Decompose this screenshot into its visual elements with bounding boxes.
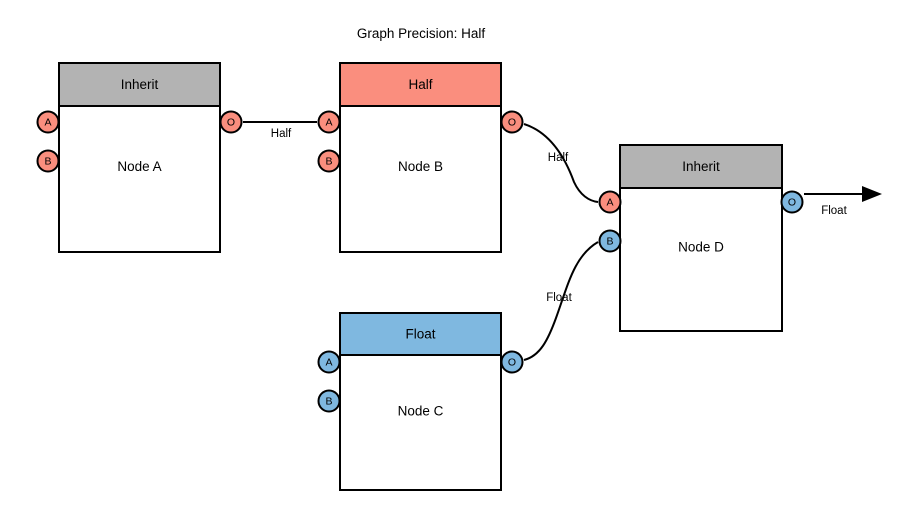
port-node-d-b[interactable]: B bbox=[598, 229, 622, 253]
port-circle[interactable] bbox=[598, 190, 622, 214]
port-node-d-o[interactable]: O bbox=[780, 190, 804, 214]
port-node-a-o[interactable]: O bbox=[219, 110, 243, 134]
port-label: A bbox=[44, 116, 51, 128]
port-label: A bbox=[325, 356, 332, 368]
node-body-label: Node A bbox=[117, 159, 161, 174]
node-body-label: Node C bbox=[398, 403, 444, 418]
edge-edge-a-o-to-b-a[interactable]: Half bbox=[243, 121, 317, 140]
node-header-box[interactable] bbox=[619, 144, 783, 189]
edge-edge-b-o-to-d-a[interactable]: Half bbox=[523, 123, 599, 203]
port-circle[interactable] bbox=[317, 149, 341, 173]
port-circle[interactable] bbox=[780, 190, 804, 214]
port-node-a-a[interactable]: A bbox=[36, 110, 60, 134]
port-circle[interactable] bbox=[317, 389, 341, 413]
edge-edge-d-o-output[interactable]: Float bbox=[804, 186, 882, 217]
edge-label: Float bbox=[821, 205, 847, 217]
port-node-c-b[interactable]: B bbox=[317, 389, 341, 413]
port-label: B bbox=[44, 155, 51, 167]
node-header-box[interactable] bbox=[339, 312, 502, 356]
port-label: A bbox=[325, 116, 332, 128]
page-title: Graph Precision: Half bbox=[357, 26, 486, 41]
port-node-a-b[interactable]: B bbox=[36, 149, 60, 173]
node-body-label: Node B bbox=[398, 159, 443, 174]
edge-edge-c-o-to-d-b[interactable]: Float bbox=[523, 241, 599, 361]
port-label: O bbox=[227, 116, 235, 128]
port-circle[interactable] bbox=[317, 110, 341, 134]
port-circle[interactable] bbox=[598, 229, 622, 253]
port-node-b-a[interactable]: A bbox=[317, 110, 341, 134]
port-label: B bbox=[606, 235, 613, 247]
port-node-c-o[interactable]: O bbox=[500, 350, 524, 374]
port-circle[interactable] bbox=[36, 110, 60, 134]
port-node-c-a[interactable]: A bbox=[317, 350, 341, 374]
edge-path[interactable] bbox=[523, 241, 599, 361]
edge-path[interactable] bbox=[523, 123, 599, 203]
node-header-label: Float bbox=[405, 327, 435, 342]
port-label: B bbox=[325, 155, 332, 167]
port-node-b-o[interactable]: O bbox=[500, 110, 524, 134]
port-node-b-b[interactable]: B bbox=[317, 149, 341, 173]
port-label: O bbox=[508, 356, 516, 368]
port-label: B bbox=[325, 395, 332, 407]
edge-label: Half bbox=[548, 152, 569, 164]
port-label: A bbox=[606, 196, 613, 208]
port-circle[interactable] bbox=[36, 149, 60, 173]
port-circle[interactable] bbox=[500, 110, 524, 134]
node-header-label: Half bbox=[408, 77, 432, 92]
node-header-box[interactable] bbox=[58, 62, 221, 107]
port-node-d-a[interactable]: A bbox=[598, 190, 622, 214]
edge-label: Half bbox=[271, 128, 292, 140]
node-body-label: Node D bbox=[678, 240, 724, 255]
port-label: O bbox=[788, 196, 796, 208]
port-circle[interactable] bbox=[219, 110, 243, 134]
node-header-label: Inherit bbox=[121, 77, 159, 92]
edge-label: Float bbox=[546, 292, 572, 304]
port-circle[interactable] bbox=[317, 350, 341, 374]
port-label: O bbox=[508, 116, 516, 128]
node-header-label: Inherit bbox=[682, 159, 720, 174]
port-circle[interactable] bbox=[500, 350, 524, 374]
node-header-box[interactable] bbox=[339, 62, 502, 107]
